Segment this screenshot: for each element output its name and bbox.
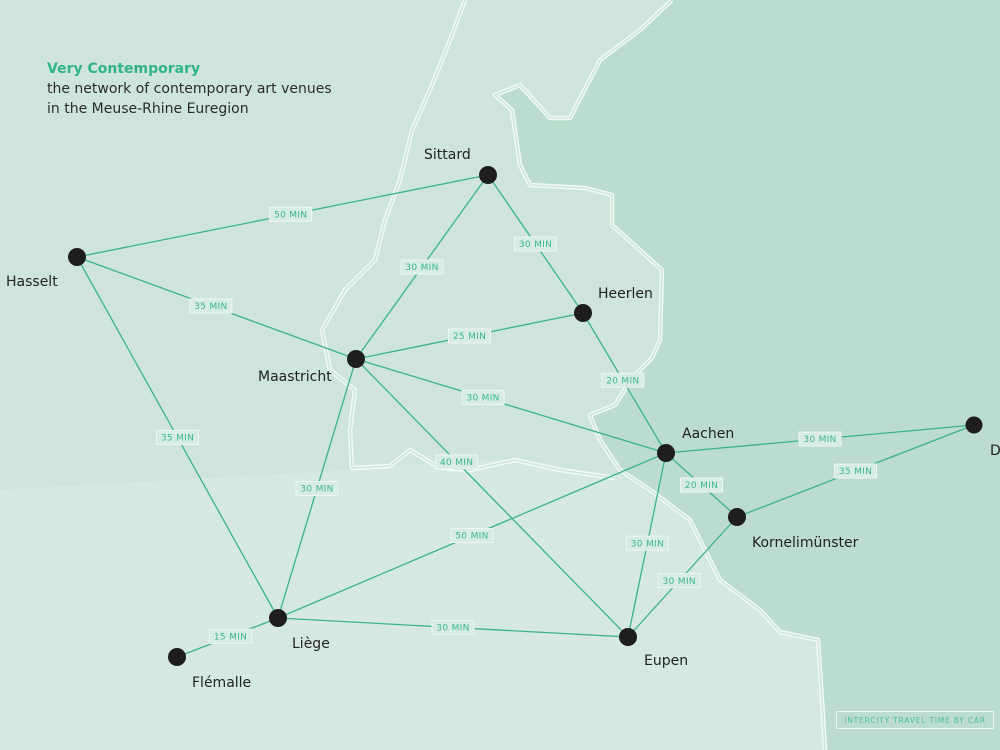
city-node-heerlen[interactable] [574,304,592,322]
travel-time-label-box [269,206,313,222]
travel-time-label-box [450,528,494,543]
travel-time-text: 30 MIN [405,263,438,273]
travel-time-text: 25 MIN [453,332,486,342]
city-label-sittard: Sittard [424,147,471,163]
travel-time-text: 30 MIN [519,240,552,250]
travel-time-text: 20 MIN [606,376,639,386]
travel-time-text: 30 MIN [803,435,836,445]
travel-time-label-box [400,259,444,275]
travel-time-text: 50 MIN [455,532,488,542]
travel-time-text: 40 MIN [440,458,473,468]
travel-time-text: 35 MIN [194,302,227,312]
travel-time-label-box [514,236,557,252]
travel-time-label-maastricht-eupen: 40 MIN [435,454,479,470]
travel-time-text: 35 MIN [839,467,872,477]
travel-time-label-box [431,620,475,635]
travel-time-label-box [189,298,233,314]
city-label-maastricht: Maastricht [258,369,332,385]
travel-time-label-aachen-duren: 30 MIN [798,431,842,447]
city-node-flemalle[interactable] [168,648,186,666]
region-south-lighter [0,460,825,750]
travel-time-label-box [601,372,645,388]
region-germany-area [495,0,1000,750]
travel-time-label-hasselt-liege: 35 MIN [156,430,199,445]
city-label-duren: D [990,443,1000,459]
travel-time-label-box [657,573,701,589]
travel-time-label-sittard-heerlen: 30 MIN [514,236,557,252]
travel-time-text: 50 MIN [274,211,307,221]
city-node-hasselt[interactable] [68,248,86,266]
travel-time-label-box [625,535,669,551]
travel-time-label-box [798,431,842,447]
legend-travel-time: INTERCITY TRAVEL TIME BY CAR [836,711,994,729]
travel-time-label-box [435,454,479,470]
title-block: Very Contemporary the network of contemp… [47,59,332,119]
travel-time-text: 35 MIN [161,434,194,444]
travel-time-label-box [680,477,723,493]
city-node-kornelimunster[interactable] [728,508,746,526]
travel-time-label-aachen-kornelimunster: 20 MIN [680,477,723,493]
travel-time-label-kornelimunster-duren: 35 MIN [834,463,877,479]
travel-time-label-liege-eupen: 30 MIN [431,620,475,635]
travel-time-label-heerlen-aachen: 20 MIN [601,372,645,388]
city-label-kornelimunster: Kornelimünster [752,535,859,551]
travel-time-label-hasselt-sittard: 50 MIN [269,206,313,222]
city-label-liege: Liège [292,636,330,652]
map-subtitle-line2: in the Meuse-Rhine Euregion [47,101,249,117]
travel-time-label-box [448,328,491,344]
travel-time-text: 30 MIN [300,485,333,495]
travel-time-text: 20 MIN [685,481,718,491]
city-label-heerlen: Heerlen [598,286,653,302]
city-label-hasselt: Hasselt [6,274,58,290]
travel-time-label-maastricht-aachen: 30 MIN [461,390,505,406]
travel-time-label-maastricht-liege: 30 MIN [295,481,339,496]
travel-time-text: 30 MIN [436,624,469,634]
travel-time-label-maastricht-heerlen: 25 MIN [448,328,491,344]
travel-time-text: 30 MIN [466,394,499,404]
travel-time-label-box [209,628,253,644]
travel-time-label-box [834,463,877,479]
map-title: Very Contemporary [47,61,201,77]
travel-time-label-sittard-maastricht: 30 MIN [400,259,444,275]
city-node-maastricht[interactable] [347,350,365,368]
travel-time-label-box [461,390,505,406]
city-nodes-layer [68,166,983,666]
travel-time-label-box [156,430,199,445]
travel-time-label-aachen-eupen: 30 MIN [625,535,669,551]
city-node-sittard[interactable] [479,166,497,184]
travel-time-label-liege-aachen: 50 MIN [450,528,494,543]
city-node-eupen[interactable] [619,628,637,646]
travel-time-text: 30 MIN [631,539,664,549]
city-label-aachen: Aachen [682,426,734,442]
travel-time-text: 30 MIN [663,577,696,587]
map-subtitle-line1: the network of contemporary art venues [47,81,332,97]
route-labels-layer: 50 MIN 35 MIN 35 MIN 30 MIN 30 MIN 25 MIN 20 M… [156,206,877,644]
route-maastricht-eupen [355,358,629,638]
travel-time-label-box [295,481,339,496]
travel-time-text: 15 MIN [214,633,247,643]
city-label-eupen: Eupen [644,653,688,669]
city-node-duren[interactable] [965,416,983,434]
city-label-flemalle: Flémalle [192,675,251,691]
travel-time-label-kornelimunster-eupen: 30 MIN [657,573,701,589]
city-node-liege[interactable] [269,609,287,627]
route-maastricht-aachen [355,358,667,454]
city-node-aachen[interactable] [657,444,675,462]
travel-time-label-hasselt-maastricht: 35 MIN [189,298,233,314]
travel-time-label-flemalle-liege: 15 MIN [209,628,253,644]
